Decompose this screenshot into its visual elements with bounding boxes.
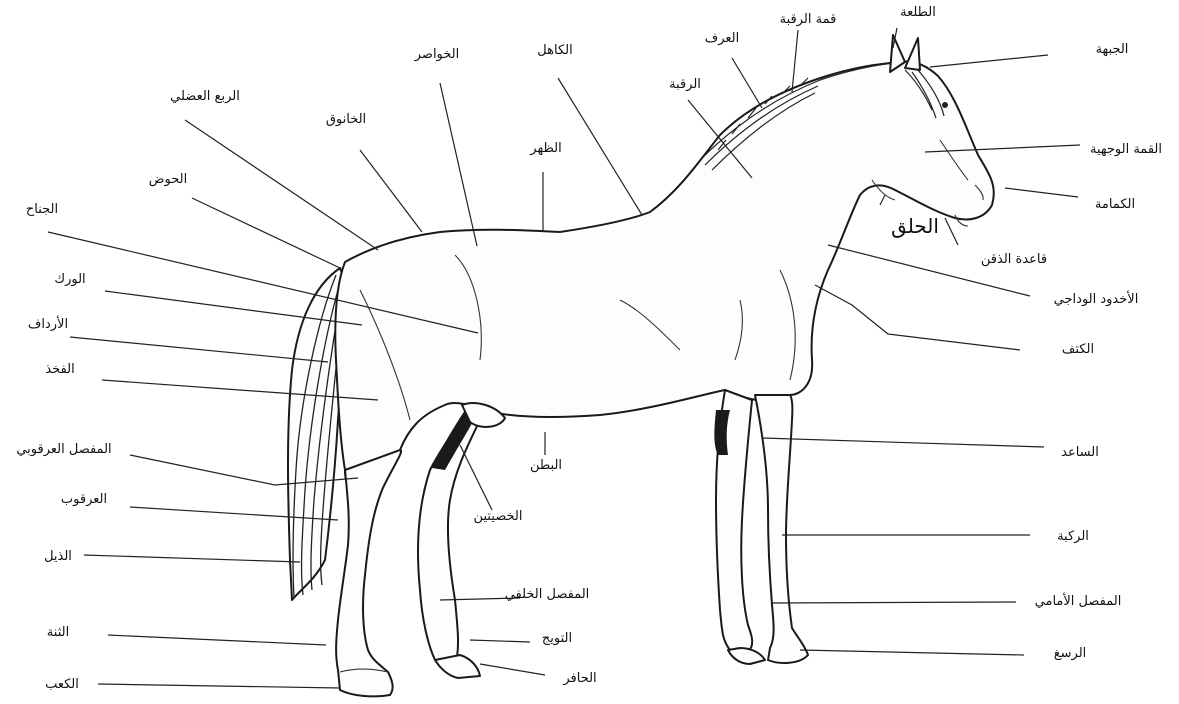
label-flank: الجناح: [26, 202, 58, 217]
label-back: الظهر: [529, 141, 561, 156]
label-poll: قمة الرقبة: [780, 12, 837, 27]
label-pastern: الرسغ: [1054, 646, 1087, 661]
horse-body: [335, 62, 994, 487]
horse-illustration: [288, 35, 994, 696]
label-crest: العرف: [705, 31, 740, 46]
label-jugular-groove: الأخدود الوداجي: [1054, 290, 1139, 307]
label-neck: الرقبة: [669, 77, 701, 92]
label-forearm: الساعد: [1061, 445, 1099, 460]
label-hock: العرقوب: [61, 492, 107, 507]
label-face: القمة الوجهية: [1090, 142, 1162, 157]
label-forelock: الطلعة: [900, 5, 936, 20]
label-croup: الخانوق: [326, 112, 366, 127]
label-thigh: الفخذ: [45, 362, 74, 377]
front-near-leg: [755, 395, 808, 663]
label-tail: الذيل: [44, 549, 72, 564]
label-forehead: الجبهة: [1096, 42, 1129, 57]
label-hind-fetlock: المفصل الخلفي: [505, 587, 590, 602]
label-shoulder: الكتف: [1062, 342, 1094, 357]
label-knee: الركبة: [1057, 529, 1089, 544]
label-hock-joint: المفصل العرقوبي: [16, 442, 111, 457]
label-pelvis: الحوض: [149, 172, 187, 187]
label-hip: الورك: [54, 272, 85, 287]
label-buttock: الأرداف: [28, 315, 68, 332]
label-coronet: التويج: [542, 631, 572, 646]
label-withers: الكاهل: [537, 43, 572, 58]
hind-near-leg: [336, 450, 401, 696]
label-heel: الكعب: [45, 677, 79, 692]
label-hoof: الحافر: [562, 671, 596, 686]
label-hip-muscle: الربع العضلي: [170, 89, 240, 104]
label-belly: البطن: [530, 458, 562, 473]
label-sheath: الخصيتين: [474, 509, 523, 524]
label-ergot: الثنة: [47, 625, 69, 640]
label-chin-groove: قاعدة الذقن: [981, 252, 1047, 267]
label-front-fetlock: المفصل الأمامي: [1035, 592, 1122, 609]
label-throatlatch: الحلق: [891, 214, 939, 238]
label-muzzle: الكمامة: [1095, 197, 1135, 212]
label-loin: الخواصر: [414, 47, 460, 62]
